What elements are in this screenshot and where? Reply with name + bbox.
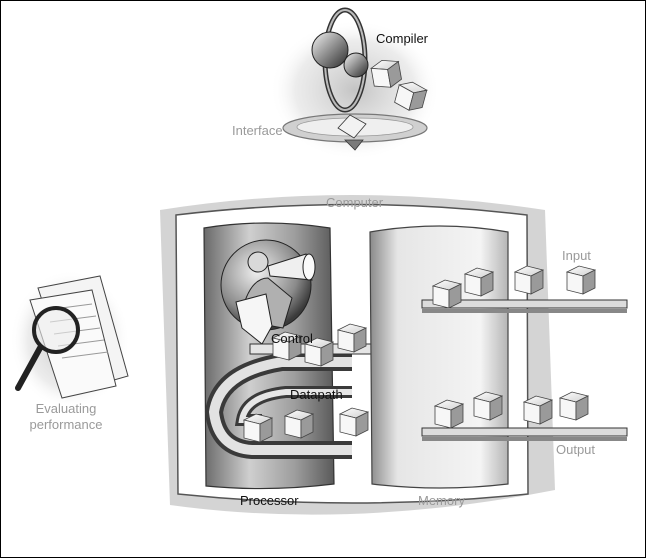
processor-label: Processor (240, 493, 299, 508)
evaluating-label-line1: Evaluating (35, 401, 97, 416)
computer-label: Computer (326, 195, 384, 210)
evaluating-label-line2: performance (29, 417, 103, 432)
output-label: Output (556, 442, 596, 457)
control-label: Control (271, 331, 313, 346)
evaluating-performance-label: Evaluating performance (18, 402, 114, 431)
compiler-interface-illustration (270, 7, 440, 160)
compiler-label: Compiler (376, 31, 429, 46)
datapath-label: Datapath (290, 387, 343, 402)
processor-panel (203, 222, 401, 490)
interface-label: Interface (232, 123, 283, 138)
input-label: Input (562, 248, 591, 263)
memory-label: Memory (418, 493, 465, 508)
evaluating-performance-illustration (10, 270, 130, 410)
memory-panel (369, 225, 628, 489)
